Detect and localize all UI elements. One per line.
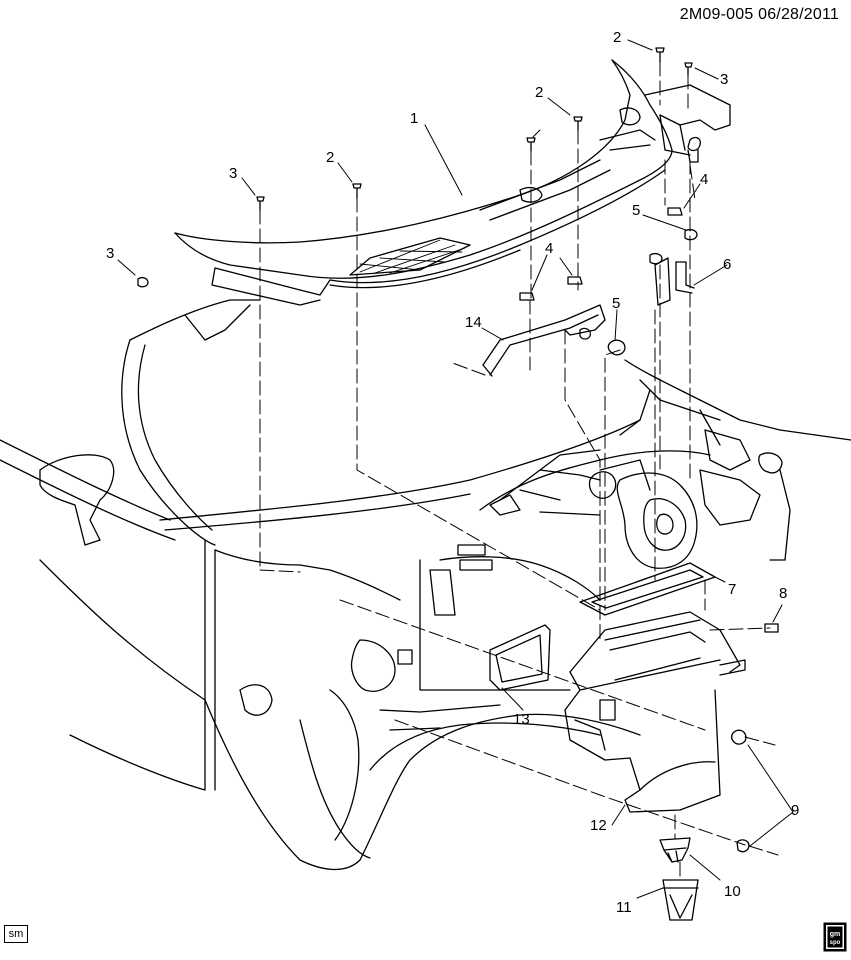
alignment-lines: [259, 61, 779, 881]
callout-2: 2: [535, 84, 544, 101]
svg-text:gm: gm: [830, 931, 841, 938]
callout-9: 9: [791, 802, 800, 819]
clip-part-8: [764, 623, 779, 633]
drain-part-11: [662, 879, 699, 921]
callout-5: 5: [632, 202, 641, 219]
callout-14: 14: [465, 314, 482, 331]
callout-7: 7: [728, 581, 737, 598]
diagram-date: 06/28/2011: [758, 6, 839, 23]
grommets-part-9: [730, 729, 750, 853]
part-1-cowl-grille: [174, 59, 673, 306]
gm-spo-logo: gm spo: [823, 922, 847, 952]
right-bracket: [644, 84, 731, 163]
callout-3: 3: [229, 165, 238, 182]
callout-13: 13: [513, 711, 530, 728]
plenum-part-12: [564, 611, 746, 813]
clips-part-4: [519, 207, 683, 301]
callout-2: 2: [613, 29, 622, 46]
svg-text:spo: spo: [830, 940, 841, 946]
callout-3: 3: [720, 71, 729, 88]
callout-12: 12: [590, 817, 607, 834]
callout-1: 1: [410, 110, 419, 127]
callout-3: 3: [106, 245, 115, 262]
diagram-code: 2M09-005: [679, 6, 754, 23]
callout-6: 6: [723, 256, 732, 273]
diagram-header: 2M09-005 06/28/2011: [680, 6, 839, 24]
callout-4: 4: [700, 171, 709, 188]
callout-4: 4: [545, 240, 554, 257]
sm-tag: sm: [4, 925, 28, 943]
callout-5: 5: [612, 295, 621, 312]
bracket-part-6: [654, 257, 695, 306]
nuts-part-5: [607, 228, 698, 356]
fasteners: [137, 47, 693, 288]
leader-lines: [117, 39, 794, 899]
vehicle-body: [0, 299, 641, 871]
callout-11: 11: [616, 899, 632, 916]
seal-part-13: [489, 624, 551, 691]
engine-bay: [479, 359, 851, 569]
callout-8: 8: [779, 585, 788, 602]
callout-2: 2: [326, 149, 335, 166]
drain-part-10: [659, 837, 691, 863]
seal-part-14: [482, 304, 606, 377]
callout-10: 10: [724, 883, 741, 900]
